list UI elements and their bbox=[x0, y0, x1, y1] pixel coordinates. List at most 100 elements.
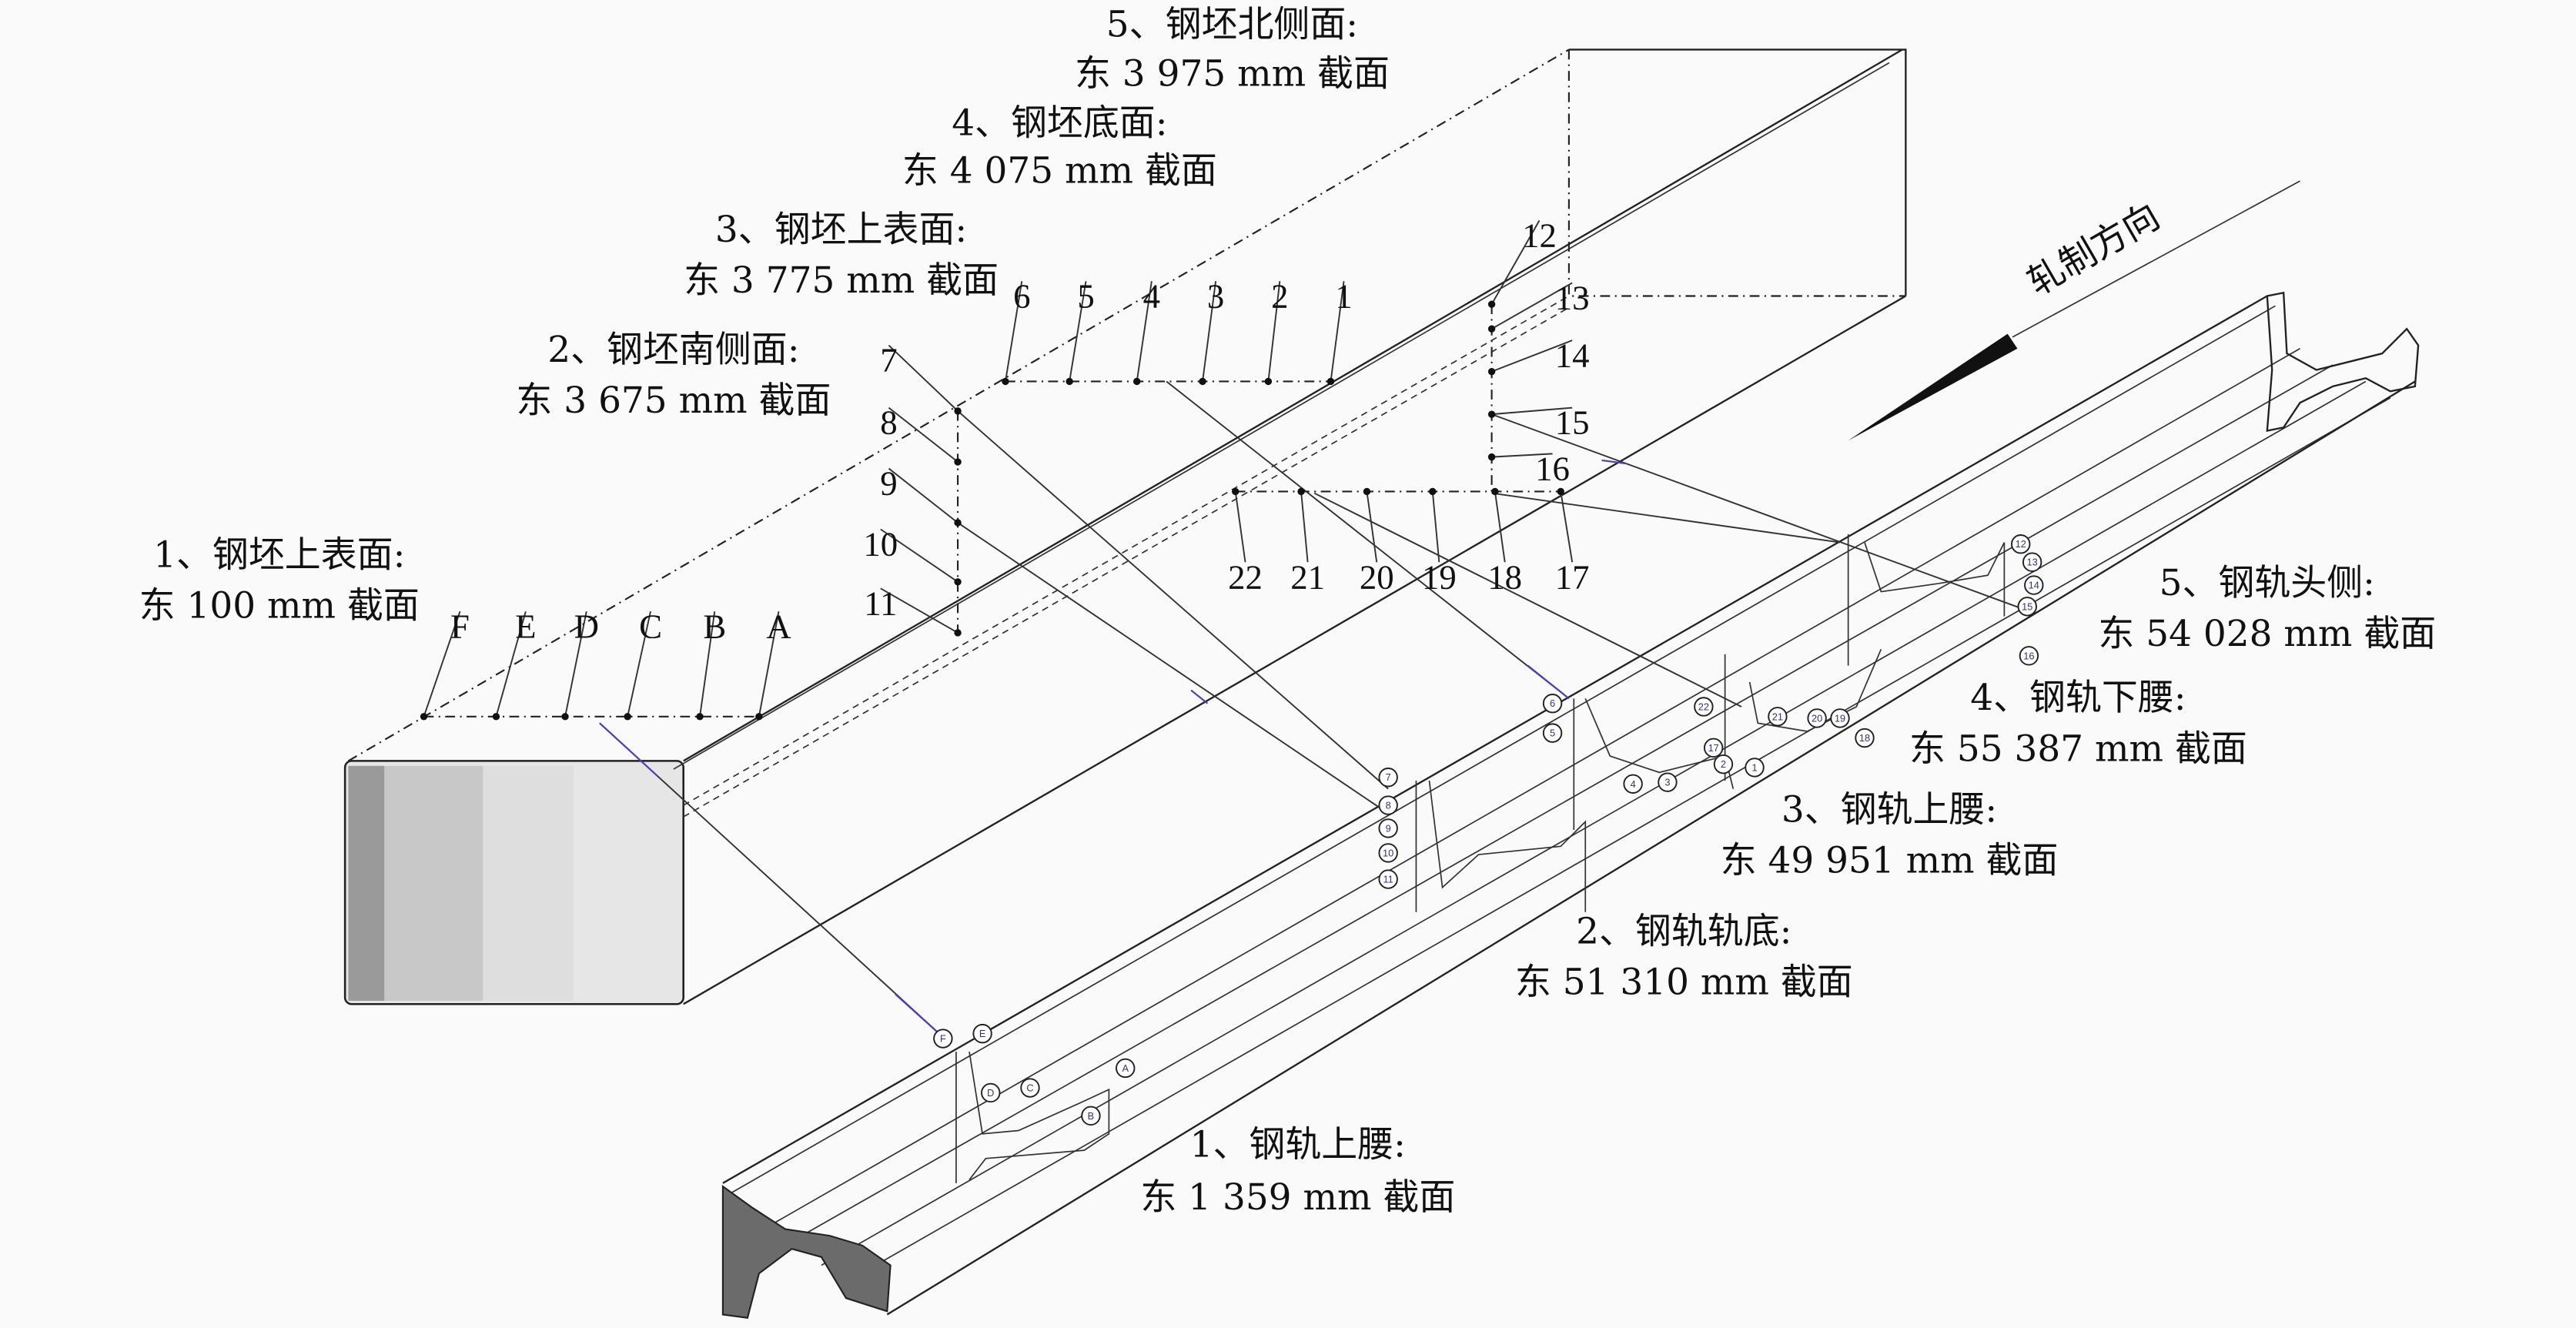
rail-marker-circle bbox=[1081, 1106, 1101, 1126]
rail-marker-circle bbox=[1703, 738, 1724, 758]
rail-marker-section4-21: 21 bbox=[1772, 711, 1783, 722]
billet-label-1-section: 东 100 mm 截面 bbox=[139, 585, 420, 627]
billet-label-3-section: 东 3 775 mm 截面 bbox=[684, 259, 999, 302]
rail-label-5-title: 5、钢轨头侧: bbox=[2159, 562, 2375, 604]
measurement-point bbox=[1487, 325, 1496, 333]
point-leader bbox=[423, 610, 461, 718]
rail-marker-circle bbox=[1116, 1058, 1136, 1079]
rail-marker-section3-3: 3 bbox=[1664, 777, 1670, 788]
rail-end-profile bbox=[721, 1185, 892, 1319]
measurement-point bbox=[492, 713, 500, 721]
measurement-point bbox=[755, 713, 763, 721]
rail-label-1-title: 1、钢轨上腰: bbox=[1190, 1124, 1406, 1166]
point-leader bbox=[888, 467, 958, 524]
point-label-12: 12 bbox=[1522, 216, 1557, 254]
point-label-B: B bbox=[703, 607, 726, 645]
point-leader bbox=[1491, 340, 1573, 373]
point-label-6: 6 bbox=[1013, 276, 1030, 315]
rail-marker-section3-4: 4 bbox=[1631, 778, 1636, 790]
rail-marker-section5-16: 16 bbox=[2023, 650, 2034, 661]
measurement-point bbox=[561, 713, 569, 721]
rail-marker-section2-9: 9 bbox=[1386, 822, 1391, 834]
rail-marker-section4-17: 17 bbox=[1708, 742, 1719, 754]
point-leader bbox=[1491, 282, 1573, 330]
rail-marker-section5-15: 15 bbox=[2022, 600, 2032, 612]
rail-marker-circle bbox=[2017, 597, 2037, 617]
point-label-17: 17 bbox=[1555, 557, 1590, 596]
rail-marker-section3-6: 6 bbox=[1550, 697, 1555, 709]
point-label-C: C bbox=[639, 607, 662, 645]
direction-arrow-icon bbox=[1848, 333, 2018, 441]
rail-marker-section3-5: 5 bbox=[1550, 728, 1555, 739]
point-leader bbox=[1234, 491, 1246, 563]
rail-marker-circle bbox=[981, 1082, 1001, 1103]
rail-marker-section1-E: E bbox=[979, 1028, 986, 1039]
point-leader bbox=[888, 406, 958, 463]
rail-marker-section2-10: 10 bbox=[1383, 847, 1393, 858]
point-leader bbox=[1366, 491, 1378, 563]
rail-marker-section2-11: 11 bbox=[1383, 874, 1393, 885]
billet-label-4-title: 4、钢坯底面: bbox=[952, 102, 1167, 144]
point-label-7: 7 bbox=[880, 341, 897, 380]
point-leader bbox=[1431, 491, 1440, 563]
billet-label-2-title: 2、钢坯南侧面: bbox=[547, 329, 799, 371]
point-leader bbox=[880, 528, 958, 583]
point-leader bbox=[1069, 281, 1087, 382]
point-leader bbox=[1494, 491, 1506, 563]
point-leader bbox=[1300, 491, 1309, 563]
point-leader bbox=[1560, 491, 1574, 563]
measurement-point bbox=[1066, 377, 1073, 386]
point-label-14: 14 bbox=[1555, 336, 1590, 374]
rail-label-5-section: 东 54 028 mm 截面 bbox=[2098, 613, 2436, 655]
point-leader bbox=[1202, 281, 1217, 382]
rail-marker-section4-18: 18 bbox=[1859, 732, 1870, 744]
point-label-21: 21 bbox=[1290, 557, 1325, 596]
measurement-point bbox=[1002, 377, 1009, 386]
billet-label-4-section: 东 4 075 mm 截面 bbox=[902, 149, 1217, 192]
measurement-point bbox=[1199, 377, 1206, 386]
point-leader bbox=[564, 611, 587, 717]
rail-marker-section5-13: 13 bbox=[2027, 557, 2038, 568]
rail-marker-circle bbox=[1378, 795, 1398, 815]
rail-marker-circle bbox=[2024, 575, 2044, 595]
point-label-11: 11 bbox=[864, 584, 897, 622]
measurement-point bbox=[954, 407, 962, 415]
measurement-point bbox=[1487, 300, 1496, 308]
rail-label-4-title: 4、钢轨下腰: bbox=[1970, 677, 2186, 719]
rail-marker-circle bbox=[1623, 774, 1643, 794]
point-leader bbox=[1005, 281, 1023, 382]
billet-label-5-title: 5、钢坯北侧面: bbox=[1106, 3, 1358, 45]
rail-marker-circle bbox=[1020, 1078, 1040, 1098]
measurement-point bbox=[954, 519, 962, 527]
rolling-direction-label: 轧制方向 bbox=[2021, 195, 2167, 304]
measurement-point bbox=[1264, 377, 1273, 386]
rail-marker-section4-19: 19 bbox=[1835, 712, 1845, 724]
point-label-4: 4 bbox=[1143, 276, 1160, 315]
measurement-point bbox=[1487, 410, 1496, 418]
rail-label-3-section: 东 49 951 mm 截面 bbox=[1721, 840, 2059, 882]
rail-marker-circle bbox=[1658, 772, 1678, 792]
measurement-point bbox=[954, 578, 962, 586]
rail-marker-section2-8: 8 bbox=[1386, 800, 1391, 811]
rail-marker-circle bbox=[2019, 646, 2039, 666]
rail-marker-circle bbox=[1378, 768, 1398, 788]
measurement-point bbox=[954, 458, 962, 466]
point-label-19: 19 bbox=[1422, 557, 1457, 596]
measurement-point bbox=[1487, 453, 1496, 461]
point-label-1: 1 bbox=[1335, 276, 1352, 315]
measurement-point bbox=[1429, 487, 1437, 496]
rail-marker-circle bbox=[1542, 723, 1563, 743]
point-label-15: 15 bbox=[1555, 403, 1590, 442]
point-label-A: A bbox=[766, 607, 791, 645]
billet-label-1-title: 1、钢坯上表面: bbox=[153, 534, 405, 577]
measurement-point bbox=[624, 713, 631, 721]
measurement-point bbox=[1491, 487, 1499, 496]
rail-marker-circle bbox=[2011, 534, 2031, 554]
rail-marker-section3-2: 2 bbox=[1721, 758, 1726, 770]
measurement-point bbox=[1557, 487, 1564, 496]
